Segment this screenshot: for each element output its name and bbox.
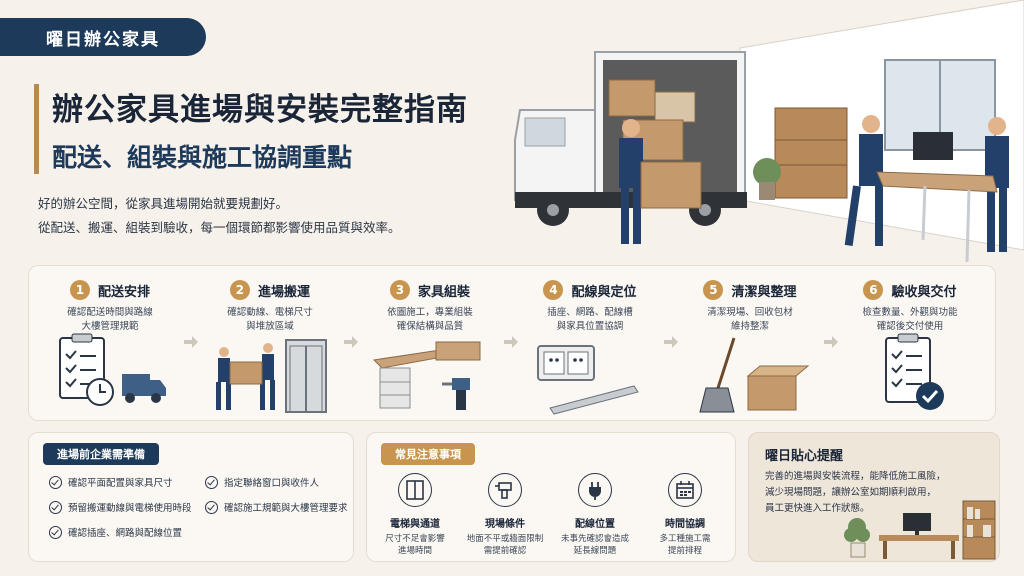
intro-line-1: 好的辦公空間，從家具進場開始就要規劃好。 [38,196,289,211]
checklist-approved-icon [885,333,944,410]
step-description: 依圖施工，專業組裝 確保結構與品質 [387,307,473,332]
page-subtitle: 配送、組裝與施工協調重點 [52,143,353,172]
tips-panel: 曜日貼心提醒 完善的進場與安裝流程，能降低施工風險， 減少現場問題，讓辦公室如期… [748,432,1000,562]
plug-icon [578,473,612,507]
step-6: 6 驗收與交付 檢查數量、外觀與功能 確認後交付使用 [835,266,985,422]
note-item: 時間協調 多工種施工需 提前排程 [643,473,727,557]
step-title: 驗收與交付 [891,284,957,300]
tips-title: 曜日貼心提醒 [765,449,844,464]
check-icon [49,500,62,514]
common-notes-panel: 常見注意事項 電梯與通道 尺寸不足會影響 進場時間 現場條件 地面不平或牆面限制… [366,432,736,562]
page-title: 辦公家具進場與安裝完整指南 [52,92,468,128]
arrow-right-icon [504,336,518,348]
arrow-right-icon [344,336,358,348]
prep-checklist-panel: 進場前企業需準備 確認平面配置與家具尺寸 指定聯絡窗口與收件人 預留搬運動線與電… [28,432,354,562]
prep-item-label: 確認平面配置與家具尺寸 [68,478,173,489]
broom-box-icon [699,337,810,413]
prep-panel-title: 進場前企業需準備 [43,443,159,465]
workers-elevator-icon [216,339,327,413]
step-title: 配線與定位 [571,284,637,300]
note-description: 未事先確認會造成 延長線問題 [560,534,629,556]
prep-item: 預留搬運動線與電梯使用時段 [49,500,192,514]
check-icon [205,475,218,489]
prep-item: 確認插座、網路與配線位置 [49,525,182,539]
step-number: 4 [543,280,564,300]
intro-text: 好的辦公空間，從家具進場開始就要規劃好。 從配送、搬運、組裝到驗收，每一個環節都… [38,192,401,240]
step-description: 檢查數量、外觀與功能 確認後交付使用 [862,307,958,332]
step-number: 1 [69,280,90,300]
arrow-right-icon [824,336,838,348]
check-icon [205,500,218,514]
arrow-right-icon [664,336,678,348]
step-4: 4 配線與定位 插座、網路、配線槽 與家具位置協調 [515,266,665,422]
arrow-right-icon [184,336,198,348]
note-description: 地面不平或牆面限制 需提前確認 [466,534,544,556]
prep-item: 指定聯絡窗口與收件人 [205,475,319,489]
step-3: 3 家具組裝 依圖施工，專業組裝 確保結構與品質 [355,266,505,422]
step-2: 2 進場搬運 確認動線、電梯尺寸 與堆放區域 [195,266,345,422]
title-accent-bar [34,84,39,174]
step-number: 6 [863,280,884,300]
step-title: 配送安排 [97,284,150,300]
prep-item-label: 預留搬運動線與電梯使用時段 [68,503,192,514]
note-title: 時間協調 [665,519,705,530]
step-number: 3 [389,280,410,300]
office-desk-illustration [844,500,996,560]
note-item: 配線位置 未事先確認會造成 延長線問題 [553,473,637,557]
note-title: 現場條件 [485,519,525,530]
note-item: 現場條件 地面不平或牆面限制 需提前確認 [463,473,547,557]
note-item: 電梯與通道 尺寸不足會影響 進場時間 [373,473,457,557]
elevator-icon [398,473,432,507]
outlet-cable-tray-icon [537,345,639,415]
step-title: 進場搬運 [257,284,310,300]
prep-item: 確認平面配置與家具尺寸 [49,475,173,489]
calendar-icon [668,473,702,507]
step-1: 1 配送安排 確認配送時間與路線 大樓管理規範 [35,266,185,422]
step-title: 家具組裝 [417,284,470,300]
step-description: 確認配送時間與路線 大樓管理規範 [67,307,153,332]
hero-illustration [514,0,1024,263]
note-title: 電梯與通道 [390,519,440,530]
prep-item: 確認施工規範與大樓管理要求 [205,500,348,514]
step-5: 5 清潔與整理 清潔現場、回收包材 維持整潔 [675,266,825,422]
prep-item-label: 指定聯絡窗口與收件人 [224,478,320,489]
prep-item-label: 確認插座、網路與配線位置 [68,528,183,539]
notes-panel-title: 常見注意事項 [381,443,475,465]
step-description: 確認動線、電梯尺寸 與堆放區域 [227,307,313,332]
step-title: 清潔與整理 [731,284,797,300]
tips-text: 完善的進場與安裝流程，能降低施工風險， 減少現場問題，讓辦公室如期順利啟用， 員… [765,471,946,514]
clipboard-clock-truck-icon [59,333,166,406]
note-description: 尺寸不足會影響 進場時間 [385,534,445,556]
prep-item-label: 確認施工規範與大樓管理要求 [224,503,348,514]
brand-badge: 曜日辦公家具 [0,18,206,56]
step-number: 5 [703,280,724,300]
check-icon [49,525,62,539]
drill-icon [488,473,522,507]
desk-drill-icon [372,341,481,410]
note-description: 多工種施工需 提前排程 [659,534,711,556]
note-title: 配線位置 [575,519,615,530]
intro-line-2: 從配送、搬運、組裝到驗收，每一個環節都影響使用品質與效率。 [38,220,401,235]
step-description: 清潔現場、回收包材 維持整潔 [707,307,793,332]
step-description: 插座、網路、配線槽 與家具位置協調 [547,307,633,332]
check-icon [49,475,62,489]
step-number: 2 [229,280,250,300]
